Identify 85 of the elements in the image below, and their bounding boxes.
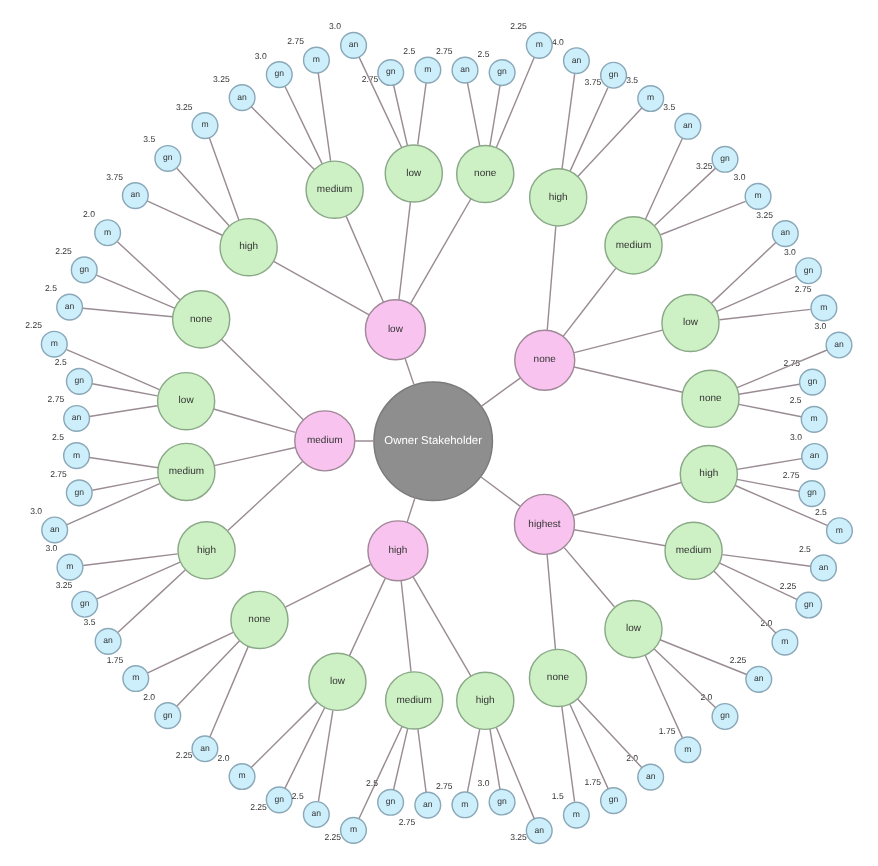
connector — [213, 446, 297, 467]
connector — [466, 728, 481, 793]
connector — [250, 701, 318, 769]
connector — [489, 728, 501, 790]
connector — [220, 338, 304, 421]
connector — [406, 497, 416, 523]
connector — [227, 460, 304, 532]
connector — [317, 709, 334, 802]
connector — [95, 274, 176, 309]
connector — [480, 476, 521, 507]
connector — [417, 728, 427, 793]
connector — [546, 553, 557, 650]
connector — [710, 241, 777, 304]
connector — [358, 56, 403, 149]
connector — [576, 698, 643, 769]
connector — [404, 357, 415, 386]
connector — [738, 383, 801, 395]
connector — [96, 561, 181, 600]
connector — [713, 570, 777, 634]
connector — [82, 307, 174, 318]
connector — [66, 482, 161, 526]
connector — [659, 200, 747, 236]
connector — [250, 106, 315, 170]
connector — [653, 648, 717, 709]
connector — [176, 640, 241, 707]
connector — [209, 645, 249, 738]
connector — [317, 72, 332, 162]
connector — [412, 576, 472, 677]
connector — [734, 484, 828, 527]
connector — [495, 726, 535, 820]
connector — [573, 528, 667, 547]
connector — [398, 201, 412, 301]
connector — [654, 167, 717, 227]
connector — [569, 703, 609, 790]
connector — [736, 457, 803, 471]
connector — [82, 553, 179, 567]
connector — [718, 562, 798, 601]
connector — [495, 56, 535, 149]
connector — [65, 348, 161, 391]
connector — [91, 383, 159, 397]
connector — [659, 639, 748, 676]
connector — [392, 728, 409, 791]
connector — [644, 654, 684, 739]
connector — [88, 456, 159, 469]
connector — [561, 73, 576, 170]
connector — [116, 241, 181, 301]
connector — [489, 84, 501, 147]
connector — [354, 440, 374, 442]
connector — [400, 580, 412, 673]
connector — [721, 553, 812, 567]
connector — [417, 82, 427, 146]
connector — [208, 137, 240, 221]
connector — [644, 137, 684, 220]
connector — [284, 85, 323, 165]
connector — [573, 366, 684, 394]
connector — [563, 546, 616, 608]
connector — [546, 225, 557, 331]
connector — [562, 267, 617, 338]
connector — [146, 200, 224, 236]
connector — [147, 631, 234, 674]
connector — [718, 308, 812, 321]
connector — [358, 726, 403, 819]
connector — [117, 569, 186, 633]
connector — [345, 215, 385, 303]
connector — [573, 329, 664, 354]
connector — [736, 349, 828, 389]
connector — [284, 563, 372, 608]
connector — [392, 84, 409, 147]
connector — [480, 377, 521, 408]
connector — [348, 577, 386, 657]
connector — [466, 82, 481, 147]
connector — [736, 478, 800, 492]
connector — [577, 107, 643, 178]
connector — [212, 408, 297, 434]
connector — [88, 405, 159, 418]
connector — [569, 86, 609, 172]
connector — [409, 198, 472, 305]
connector — [738, 403, 802, 418]
connector — [176, 167, 230, 227]
connector — [561, 705, 576, 803]
connector — [91, 476, 159, 491]
connector — [272, 260, 370, 316]
connector — [715, 275, 798, 313]
connector — [572, 481, 682, 517]
connector — [284, 707, 326, 789]
